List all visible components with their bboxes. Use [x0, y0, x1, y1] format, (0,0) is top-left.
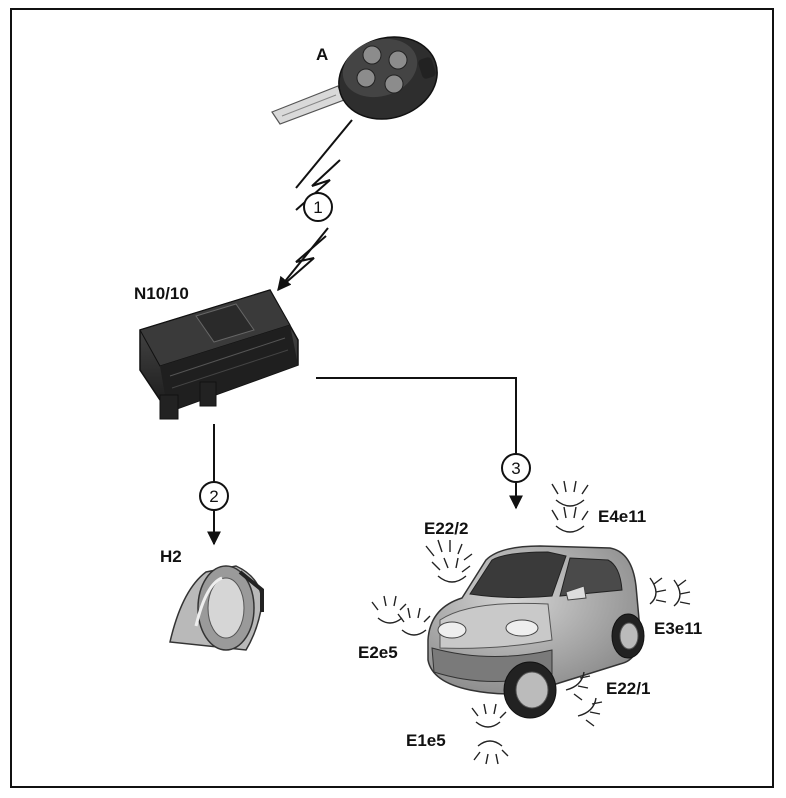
marker-1: 1	[303, 192, 333, 222]
label-control-unit: N10/10	[134, 284, 189, 303]
label-key-a: A	[316, 45, 328, 64]
diagram-frame	[10, 8, 774, 788]
horn-icon	[169, 565, 264, 651]
label-e2e5: E2e5	[358, 643, 398, 662]
marker-2: 2	[199, 481, 229, 511]
marker-1-label: 1	[313, 198, 322, 217]
marker-2-label: 2	[209, 487, 218, 506]
marker-3-label: 3	[511, 459, 520, 478]
marker-3: 3	[501, 453, 531, 483]
control-unit-icon	[139, 289, 299, 420]
line-to-lights	[316, 377, 523, 510]
car-icon	[427, 545, 645, 719]
label-horn: H2	[160, 547, 182, 566]
label-e22-1: E22/1	[606, 679, 650, 698]
label-e3e11: E3e11	[654, 619, 702, 638]
light-flash-icon	[371, 480, 691, 765]
label-e4e11: E4e11	[598, 507, 646, 526]
label-e22-2: E22/2	[424, 519, 468, 538]
key-fob-icon	[271, 36, 438, 125]
label-e1e5: E1e5	[406, 731, 446, 750]
